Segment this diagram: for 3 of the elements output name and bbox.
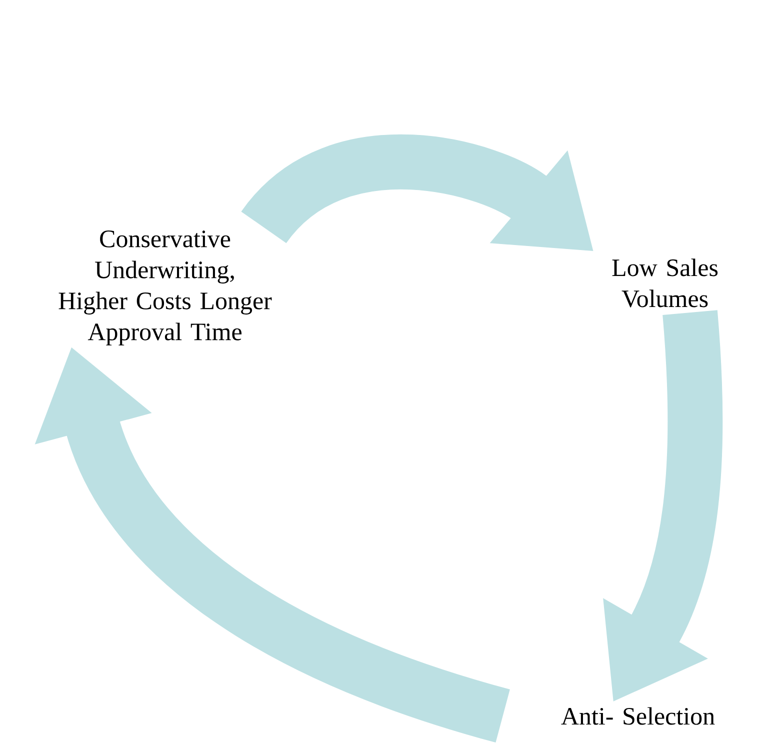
node-text: Anti- Selection bbox=[561, 707, 715, 725]
node-text: Low Sales Volumes bbox=[612, 258, 718, 308]
node-text: Conservative Underwriting, Higher Costs Longer Approval Time bbox=[58, 230, 272, 346]
